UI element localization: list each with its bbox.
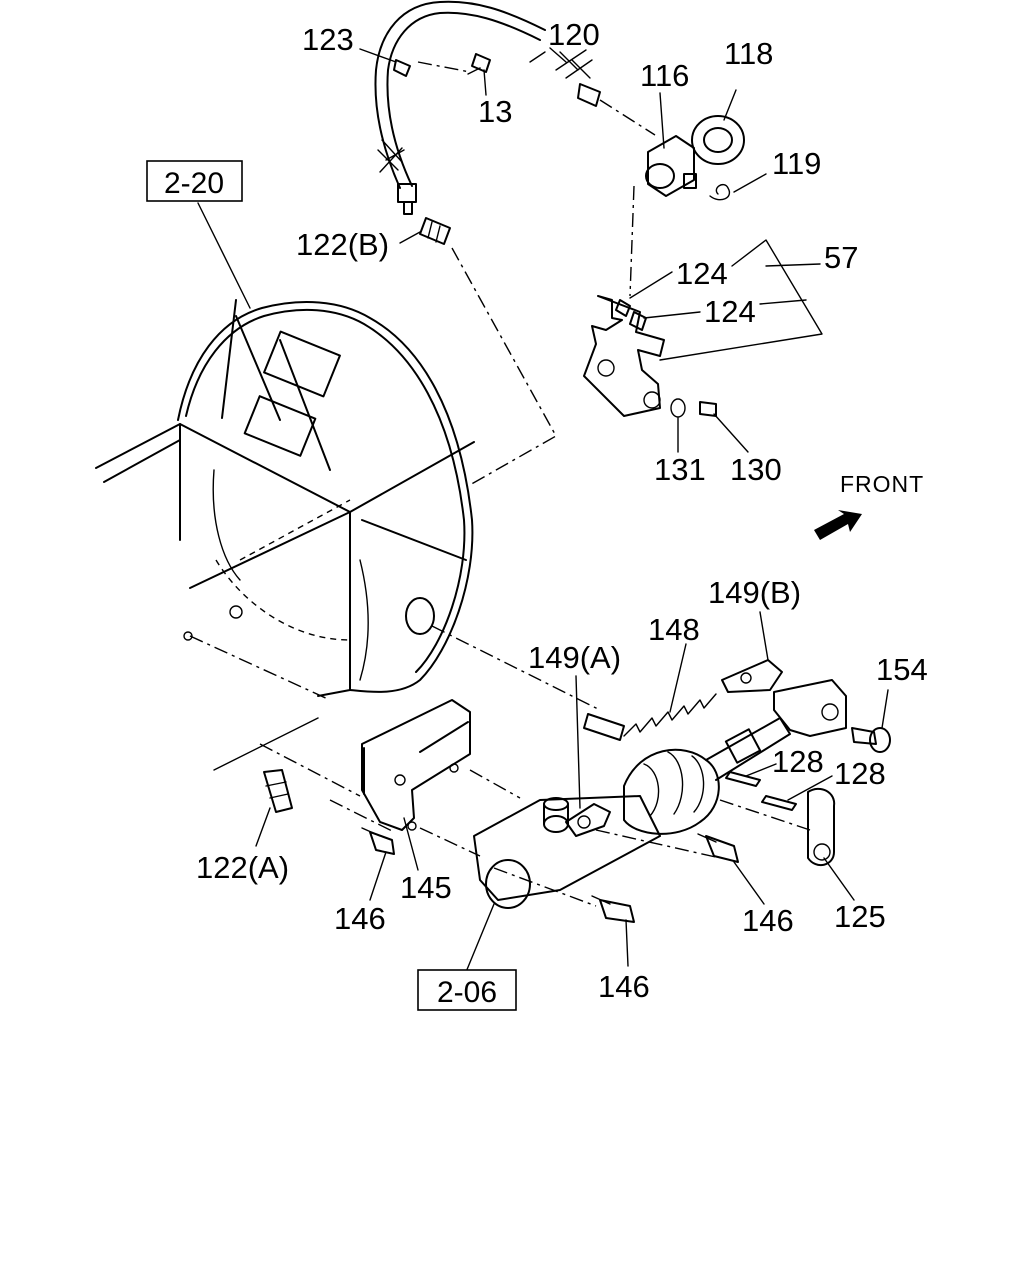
part-label-146-bottom: 146	[598, 969, 650, 1004]
part-label-120: 120	[548, 17, 600, 52]
part-label-124-lower: 124	[704, 294, 756, 329]
part-label-57: 57	[824, 240, 858, 275]
part-label-116: 116	[640, 58, 689, 93]
arrow-front-icon	[814, 510, 862, 540]
leader-lines	[197, 48, 889, 973]
part-label-154: 154	[876, 652, 928, 687]
direction-label: FRONT	[840, 471, 924, 497]
part-label-148: 148	[648, 612, 700, 647]
part-label-145: 145	[400, 870, 452, 905]
reference-2-20: 2-20	[164, 167, 224, 200]
part-label-146-right: 146	[742, 903, 794, 938]
bell-housing	[95, 299, 601, 711]
bracket-57	[583, 295, 717, 418]
reference-box-2-20: 2-20	[146, 160, 243, 202]
part-label-122a: 122(A)	[196, 850, 289, 885]
part-label-128-upper: 128	[772, 744, 824, 779]
bracket-145	[259, 699, 521, 857]
reference-box-2-06: 2-06	[417, 969, 517, 1011]
hose-assembly	[374, 0, 656, 487]
part-label-146-left: 146	[334, 901, 386, 936]
part-label-122b: 122(B)	[296, 227, 389, 262]
part-label-119: 119	[772, 146, 821, 181]
part-label-130: 130	[730, 452, 782, 487]
part-label-125: 125	[834, 899, 886, 934]
part-label-118: 118	[724, 36, 773, 71]
part-label-123: 123	[302, 22, 354, 57]
reference-2-06: 2-06	[437, 976, 497, 1009]
part-label-13: 13	[478, 94, 512, 129]
master-cylinder	[473, 659, 891, 923]
part-label-124-upper: 124	[676, 256, 728, 291]
part-label-149a: 149(A)	[528, 640, 621, 675]
part-label-149b: 149(B)	[708, 575, 801, 610]
release-cylinder	[629, 115, 745, 297]
part-label-128-lower: 128	[834, 756, 886, 791]
part-label-131: 131	[654, 452, 706, 487]
